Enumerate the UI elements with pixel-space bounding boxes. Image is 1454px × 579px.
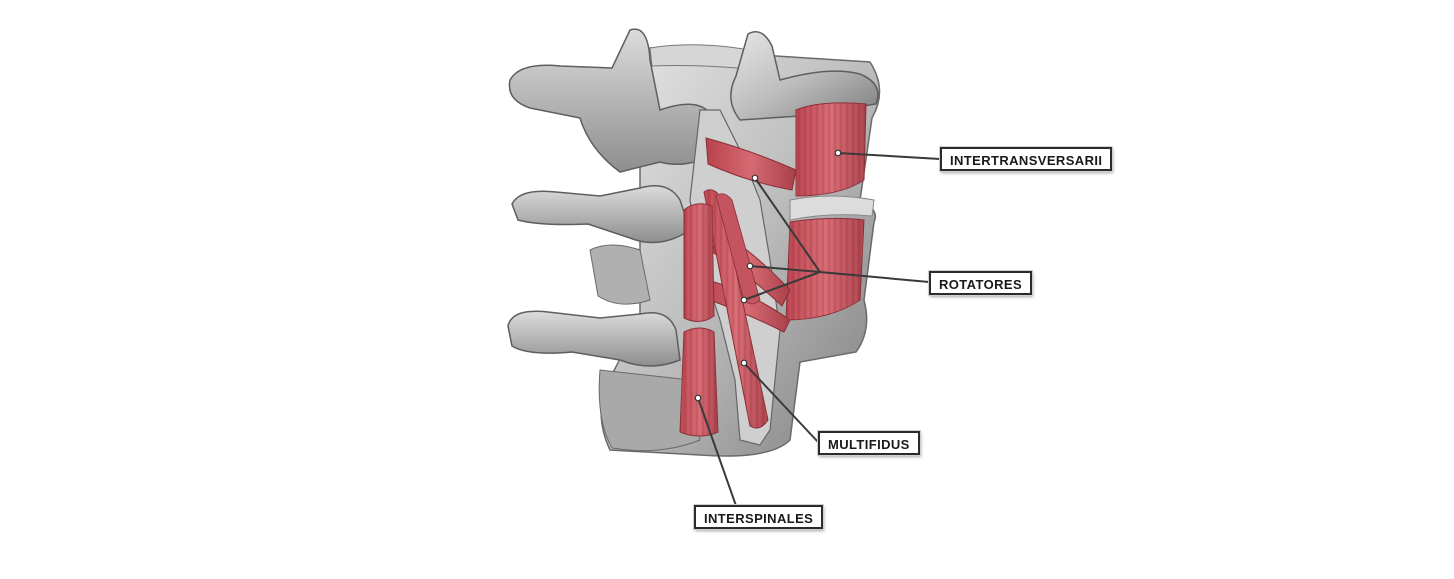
lower-vertebra (507, 310, 701, 452)
multifidus-muscle (703, 189, 769, 429)
leader-rotatores-3 (743, 271, 821, 301)
pointer-dots (694, 149, 842, 402)
dot-intertransversarii (834, 149, 842, 157)
dot-multifidus (740, 359, 748, 367)
label-interspinales: INTERSPINALES (694, 505, 824, 529)
leader-interspinales (697, 397, 741, 518)
leader-lines (697, 152, 941, 518)
label-intertransversarii: INTERTRANSVERSARII (940, 147, 1113, 171)
dot-rotatores-3 (740, 296, 748, 304)
dot-interspinales (694, 394, 702, 402)
dot-rotatores-2 (746, 262, 754, 270)
dot-rotatores-1 (751, 174, 759, 182)
label-rotatores: ROTATORES (929, 271, 1033, 295)
interspinales-muscle (679, 203, 719, 437)
leader-rotatores-2 (749, 265, 821, 273)
intertransversarii-muscle (785, 102, 875, 321)
leader-intertransversarii (837, 152, 941, 160)
leader-multifidus (743, 362, 819, 443)
label-multifidus: MULTIFIDUS (818, 431, 920, 455)
